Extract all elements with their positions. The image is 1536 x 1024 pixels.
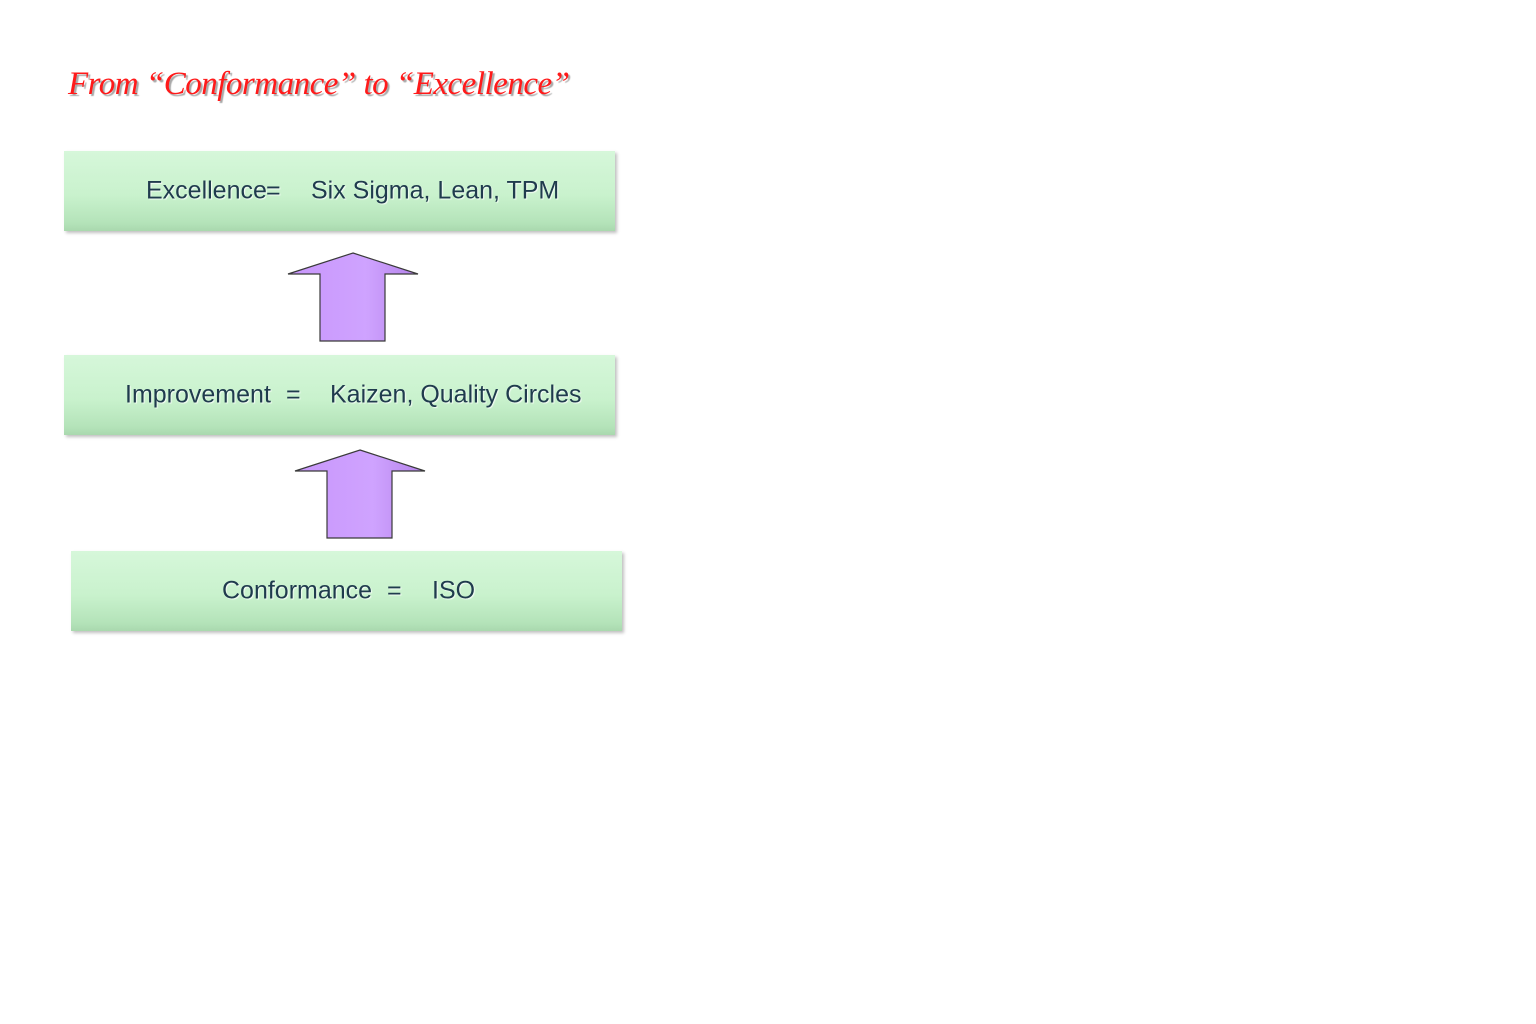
excellence-box: Excellence = Six Sigma, Lean, TPM [64,151,615,231]
conformance-box: Conformance = ISO [71,551,622,631]
excellence-label: Excellence [146,176,267,205]
slide-title: From “Conformance” to “Excellence” [68,66,570,102]
conformance-equals: = [387,576,402,605]
excellence-value: Six Sigma, Lean, TPM [311,176,560,205]
up-arrow-icon [287,252,419,342]
improvement-box: Improvement = Kaizen, Quality Circles [64,355,615,435]
improvement-value: Kaizen, Quality Circles [330,380,582,409]
conformance-label: Conformance [222,576,373,605]
improvement-equals: = [286,380,301,409]
conformance-value: ISO [432,576,476,605]
improvement-label: Improvement [125,380,271,409]
excellence-equals: = [266,176,281,205]
up-arrow-icon [294,449,426,539]
